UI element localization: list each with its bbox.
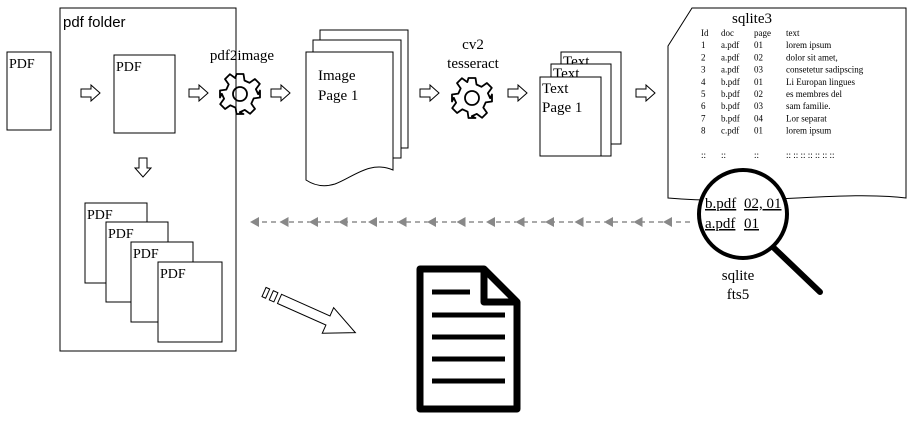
table-cell: b.pdf [721,113,740,123]
arrowhead-left-icon [633,217,643,227]
table-cell: lorem ipsum [786,126,831,136]
sqlite-table: Id doc page text 1 a.pdf 01 lorem ipsum 2 a.pdf 02… [701,28,864,160]
arrow-right-icon [270,84,291,102]
folder-pdf-label: PDF [116,60,142,75]
magnifier-icon [697,168,789,260]
source-pdf [6,51,52,131]
table-cell: 2 [701,52,706,62]
table-cell: 01 [754,126,763,136]
table-ellipsis-cell: :: :: :: :: :: :: :: [786,150,835,160]
table-cell: 02 [754,89,763,99]
arrow-right-icon [635,84,656,102]
arrowhead-left-icon [486,217,495,227]
stack-pdf-1-label: PDF [87,208,113,223]
arrowhead-left-icon [545,217,554,227]
table-cell: 02 [754,52,763,62]
table-cell: a.pdf [721,52,739,62]
arrowhead-left-icon [663,217,672,227]
table-cell: b.pdf [721,77,740,87]
table-cell: dolor sit amet, [786,52,838,62]
sqlite-title: sqlite3 [732,11,772,27]
sqlite-document [667,7,907,201]
result-2-doc: a.pdf [705,216,735,232]
table-cell: a.pdf [721,40,739,50]
ocr-label-line1: cv2 [462,37,484,53]
table-cell: 4 [701,77,706,87]
table-cell: 03 [754,65,764,75]
stack-pdf-4-label: PDF [160,267,186,282]
folder-pdf [113,54,176,134]
table-ellipsis-cell: :: [754,150,759,160]
table-cell: 04 [754,113,764,123]
result-1-doc: b.pdf [705,196,736,212]
arrowhead-left-icon [604,217,613,227]
gear-icon [451,77,493,119]
table-cell: 03 [754,101,764,111]
text-page-line1: Text [542,81,569,97]
table-cell: lorem ipsum [786,40,831,50]
table-cell: consetetur sadipscing [786,65,864,75]
stack-pdf-2-label: PDF [108,227,134,242]
stack-pdf-4 [157,261,223,343]
table-cell: es membres del [786,89,842,99]
arrow-right-icon [507,84,528,102]
arrowhead-left-icon [427,217,436,227]
table-cell: 5 [701,89,706,99]
table-cell: 7 [701,113,706,123]
text-page-front [539,76,602,157]
fts-label-line2: fts5 [727,287,750,303]
table-cell: a.pdf [721,65,739,75]
striped-arrow-icon [261,286,357,334]
table-header-cell: page [754,28,771,38]
table-ellipsis-cell: :: [721,150,726,160]
table-cell: 8 [701,126,706,136]
pdf-folder-label: pdf folder [63,14,126,31]
text-page-line2: Page 1 [542,100,582,116]
magnifier-handle [771,245,823,295]
table-header-cell: doc [721,28,734,38]
source-pdf-label: PDF [9,57,35,72]
table-cell: b.pdf [721,89,740,99]
pdf2image-label: pdf2image [210,48,274,64]
table-cell: 01 [754,77,763,87]
arrowhead-left-icon [456,217,466,227]
arrowhead-left-icon [279,217,289,227]
arrowhead-left-icon [368,217,377,227]
table-cell: c.pdf [721,126,739,136]
arrowhead-left-icon [309,217,318,227]
table-cell: Li Europan lingues [786,77,855,87]
arrowhead-left-icon [338,217,348,227]
stack-pdf-3-label: PDF [133,247,159,262]
arrowhead-left-icon [515,217,525,227]
table-cell: 1 [701,40,706,50]
result-2-pages: 01 [744,216,759,232]
table-cell: 6 [701,101,706,111]
result-1-pages: 02, 01 [744,196,782,212]
arrowhead-left-icon [250,217,259,227]
table-cell: 01 [754,40,763,50]
table-header-cell: text [786,28,800,38]
arrow-right-icon [419,84,440,102]
table-ellipsis-cell: :: [701,150,706,160]
table-cell: 3 [701,65,706,75]
arrowhead-left-icon [574,217,584,227]
image-page-line1: Image [318,68,356,84]
table-header-cell: Id [701,28,709,38]
fts-label-line1: sqlite [722,268,755,284]
arrowhead-left-icon [397,217,407,227]
return-arrowheads [250,217,672,227]
table-cell: b.pdf [721,101,740,111]
ocr-label-line2: tesseract [447,56,499,72]
document-icon [416,265,521,413]
image-page-line2: Page 1 [318,88,358,104]
image-page-front [305,51,394,187]
table-cell: sam familie. [786,101,831,111]
table-cell: Lor separat [786,113,827,123]
